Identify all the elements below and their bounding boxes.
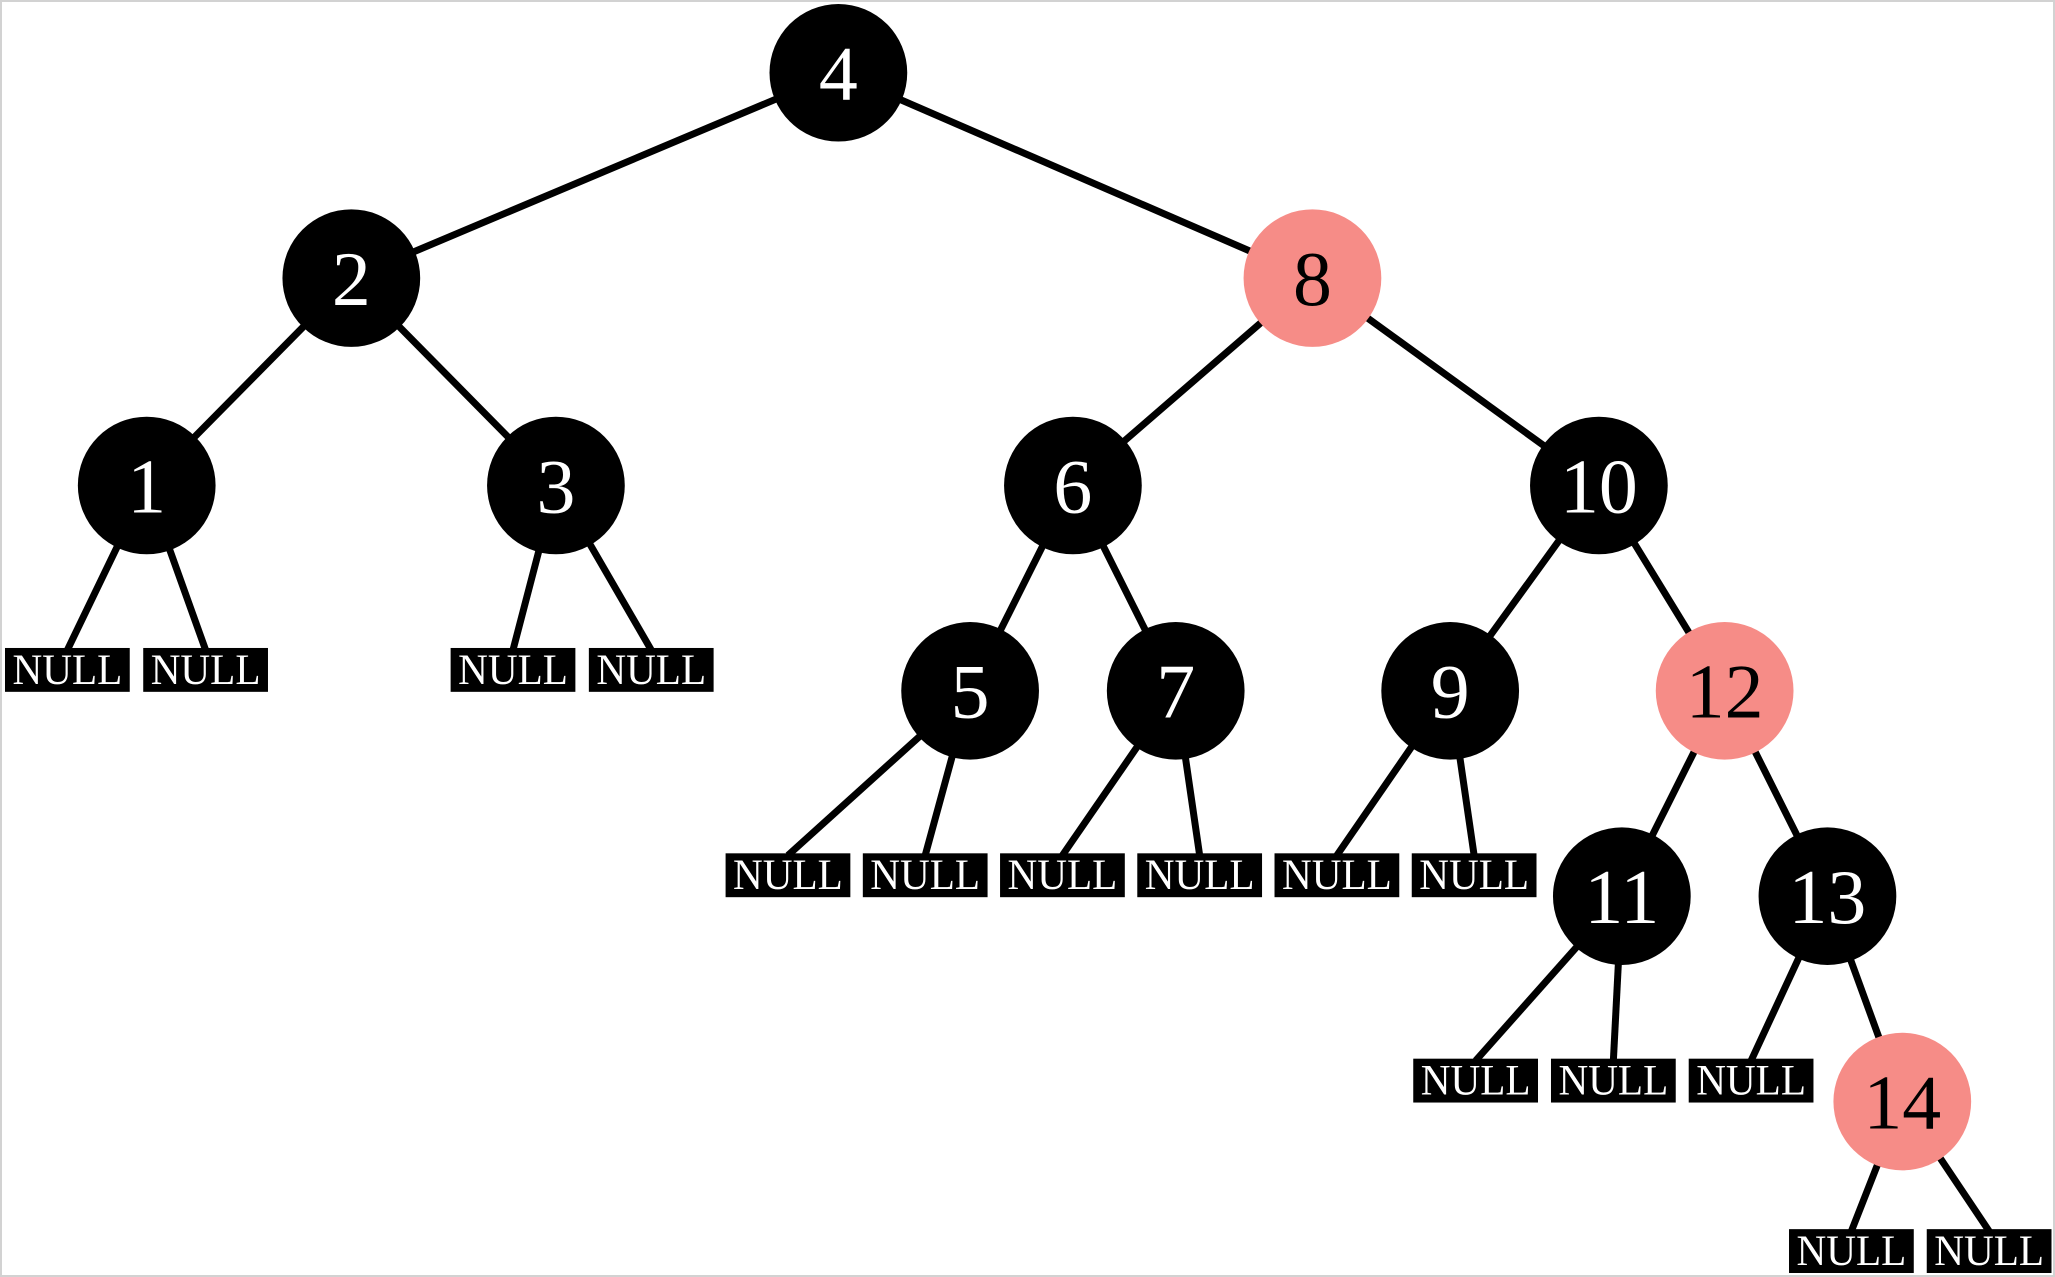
null-leaf-label: NULL — [151, 647, 261, 694]
null-leaf-box — [1274, 853, 1400, 898]
null-leaf-label: NULL — [733, 852, 843, 899]
null-leaf-box — [1137, 853, 1263, 898]
node-circle — [1552, 827, 1691, 965]
node-label: 1 — [127, 443, 166, 529]
tree-node-11: 11 — [1552, 827, 1691, 965]
null-leaf-11R: NULL — [1550, 1058, 1676, 1105]
node-label: 3 — [536, 443, 575, 529]
node-label: 9 — [1431, 649, 1470, 735]
node-circle — [1106, 622, 1245, 760]
null-leaf-box — [1411, 853, 1537, 898]
null-leaf-label: NULL — [1145, 852, 1255, 899]
node-circle — [1243, 209, 1382, 347]
null-leaf-label: NULL — [1797, 1228, 1907, 1275]
node-label: 6 — [1053, 443, 1092, 529]
null-leaf-box — [1688, 1058, 1814, 1103]
node-circle — [1758, 827, 1897, 965]
null-leaf-7R: NULL — [1137, 852, 1263, 899]
node-label: 7 — [1156, 649, 1195, 735]
node-label: 11 — [1584, 854, 1659, 940]
node-label: 4 — [819, 31, 858, 117]
null-leaf-1R: NULL — [143, 647, 268, 694]
node-circle — [1530, 416, 1668, 555]
node-label: 12 — [1686, 649, 1764, 735]
tree-node-10: 10 — [1530, 416, 1668, 555]
null-leaf-box — [1000, 853, 1125, 898]
null-leaf-label: NULL — [596, 647, 706, 694]
tree-node-3: 3 — [487, 416, 625, 555]
tree-node-9: 9 — [1381, 622, 1520, 760]
node-circle — [1381, 622, 1520, 760]
node-circle — [1833, 1032, 1972, 1171]
tree-node-7: 7 — [1106, 622, 1245, 760]
null-leaf-7L: NULL — [1000, 852, 1125, 899]
tree-node-12: 12 — [1655, 622, 1794, 760]
null-leaf-label: NULL — [1419, 852, 1529, 899]
null-leaf-box — [1550, 1058, 1676, 1103]
null-leaf-box — [1926, 1229, 2052, 1274]
null-leaf-box — [450, 647, 576, 692]
null-leaf-label: NULL — [1421, 1058, 1531, 1105]
node-circle — [901, 622, 1039, 760]
null-leaf-box — [588, 647, 714, 692]
node-circle — [77, 416, 216, 555]
tree-node-2: 2 — [282, 209, 421, 347]
null-leaf-9L: NULL — [1274, 852, 1400, 899]
node-label: 10 — [1560, 443, 1638, 529]
null-leaf-box — [4, 647, 130, 692]
null-leaf-box — [862, 853, 988, 898]
null-leaf-9R: NULL — [1411, 852, 1537, 899]
null-leaf-label: NULL — [1696, 1058, 1806, 1105]
null-leaf-box — [143, 647, 268, 692]
null-leaf-3R: NULL — [588, 647, 714, 694]
tree-node-8: 8 — [1243, 209, 1382, 347]
null-leaf-label: NULL — [870, 852, 980, 899]
node-label: 8 — [1293, 236, 1332, 322]
node-circle — [1004, 416, 1142, 555]
null-leaf-13L: NULL — [1688, 1058, 1814, 1105]
null-leaf-label: NULL — [458, 647, 568, 694]
null-leaf-label: NULL — [1934, 1228, 2044, 1275]
edge-4-2 — [349, 69, 840, 282]
tree-node-6: 6 — [1004, 416, 1142, 555]
tree-node-14: 14 — [1833, 1032, 1972, 1171]
node-label: 13 — [1789, 854, 1867, 940]
null-leaf-label: NULL — [1282, 852, 1392, 899]
node-circle — [282, 209, 421, 347]
node-circle — [487, 416, 625, 555]
null-leaf-box — [1413, 1058, 1539, 1103]
edge-4-8 — [836, 69, 1314, 282]
tree-nodes: 4 2 8 1 3 6 10 — [77, 3, 1972, 1171]
node-label: 14 — [1863, 1060, 1941, 1146]
null-leaf-1L: NULL — [4, 647, 130, 694]
node-circle — [769, 3, 908, 142]
null-leaf-3L: NULL — [450, 647, 576, 694]
null-leaf-label: NULL — [12, 647, 122, 694]
node-circle — [1655, 622, 1794, 760]
null-leaf-box — [725, 853, 851, 898]
null-leaf-11L: NULL — [1413, 1058, 1539, 1105]
null-leaf-box — [1789, 1229, 1914, 1274]
tree-node-5: 5 — [901, 622, 1039, 760]
null-leaves: NULL NULL NULL NULL NULL NULL — [4, 647, 2052, 1275]
node-label: 2 — [332, 236, 371, 322]
null-leaf-5R: NULL — [862, 852, 988, 899]
tree-node-1: 1 — [77, 416, 216, 555]
null-leaf-14L: NULL — [1789, 1228, 1914, 1275]
node-label: 5 — [951, 649, 990, 735]
null-leaf-5L: NULL — [725, 852, 851, 899]
tree-node-4: 4 — [769, 3, 908, 142]
tree-node-13: 13 — [1758, 827, 1897, 965]
null-leaf-label: NULL — [1558, 1058, 1668, 1105]
null-leaf-label: NULL — [1008, 852, 1118, 899]
null-leaf-14R: NULL — [1926, 1228, 2052, 1275]
